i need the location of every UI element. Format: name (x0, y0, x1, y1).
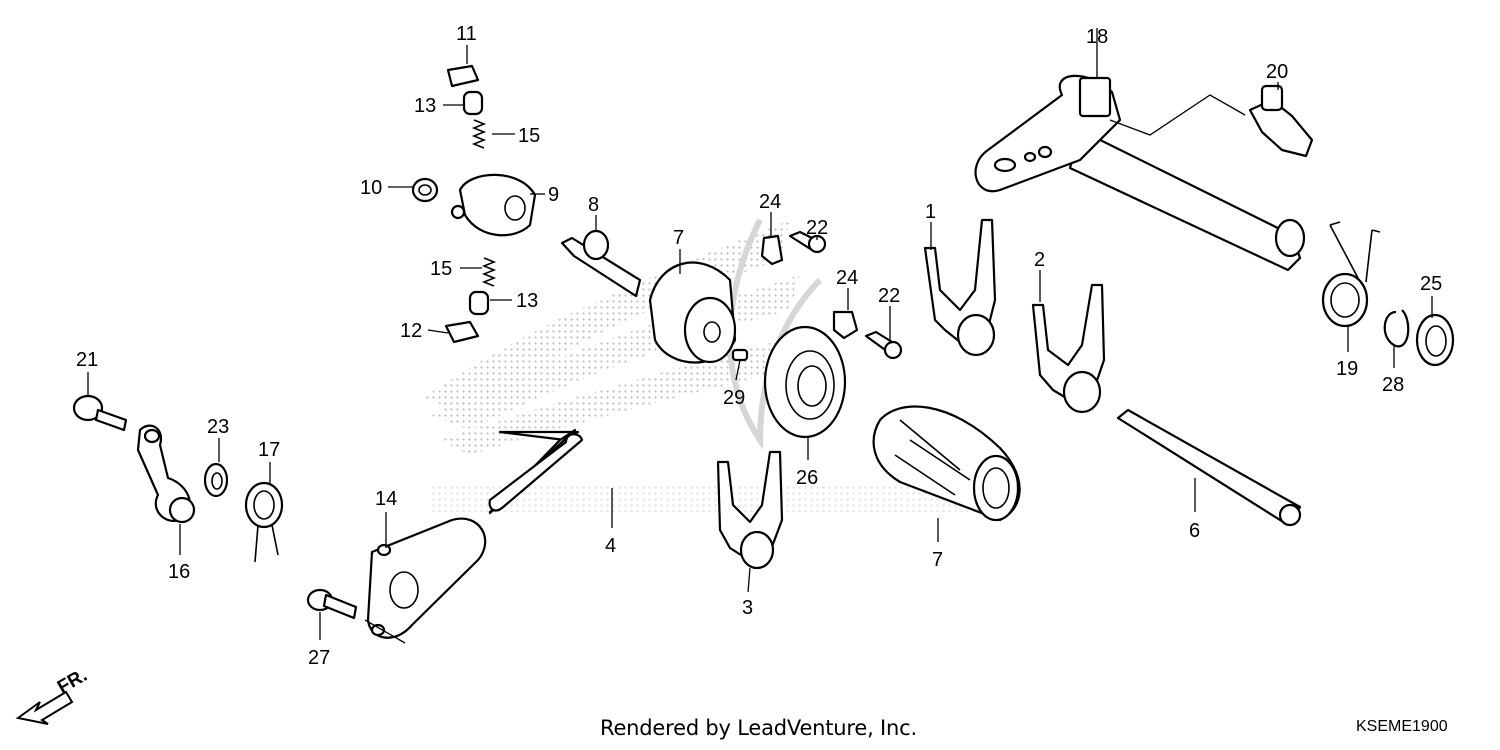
part-29-dowel-pin (731, 348, 749, 362)
part-12-cap (444, 320, 480, 344)
part-28-circlip (1383, 309, 1410, 348)
part-14-guide-plate (366, 517, 487, 639)
callout-4: 4 (605, 535, 616, 557)
front-direction-arrow: FR. (15, 665, 91, 725)
callout-23: 23 (207, 416, 229, 438)
footer-credit: Rendered by LeadVenture, Inc. (600, 716, 917, 740)
callout-26: 26 (796, 467, 818, 489)
part-6-shift-drum (872, 405, 1021, 522)
callout-10: 10 (360, 177, 382, 199)
callout-22: 22 (806, 217, 828, 239)
callout-15: 15 (430, 258, 452, 280)
callout-11: 11 (456, 23, 477, 45)
callout-25: 25 (1420, 273, 1442, 295)
callout-29: 29 (723, 387, 745, 409)
part-19-return-spring (1321, 221, 1381, 328)
part-21-bolt (72, 394, 128, 432)
part-1-shift-fork (923, 218, 997, 357)
callout-17: 17 (258, 439, 280, 461)
part-7-drum-center (648, 261, 737, 364)
part-11-cap (446, 64, 480, 88)
callout-19: 19 (1336, 358, 1358, 380)
part-4-fork-shaft (488, 428, 584, 515)
part-5-fork-shaft (1116, 408, 1302, 527)
callout-13: 13 (516, 290, 538, 312)
callout-13: 13 (414, 95, 436, 117)
part-15-spring-upper (471, 119, 487, 149)
callout-6: 7 (932, 549, 943, 571)
part-15-spring-lower (481, 257, 497, 287)
callout-28: 28 (1382, 374, 1404, 396)
part-22-bolt-lower (864, 330, 903, 360)
part-23-washer (203, 462, 229, 498)
direction-label: FR. (54, 665, 91, 698)
callout-5: 6 (1189, 520, 1200, 542)
part-13-pin-upper (462, 90, 484, 116)
part-8-pivot-bolt (560, 229, 642, 298)
callout-16: 16 (168, 561, 190, 583)
part-16-stopper-arm (136, 424, 196, 524)
part-2-shift-fork (1031, 283, 1106, 414)
part-26-bearing (763, 325, 847, 439)
callout-2: 2 (1034, 249, 1045, 271)
part-10-collar (411, 177, 439, 203)
callout-12: 12 (400, 320, 422, 342)
callout-24: 24 (759, 191, 781, 213)
diagram-code: KSEME1900 (1356, 718, 1448, 735)
part-24-plate-upper (760, 234, 784, 266)
callout-27: 27 (308, 647, 330, 669)
callout-14: 14 (375, 488, 397, 510)
part-25-washer (1415, 313, 1455, 367)
part-20-stud-bolt (1248, 84, 1314, 158)
callout-8: 8 (588, 194, 599, 216)
callout-24: 24 (836, 267, 858, 289)
callout-7: 7 (673, 227, 684, 249)
callout-3: 3 (742, 597, 753, 619)
part-3-shift-fork (716, 450, 784, 570)
part-27-bolt (306, 588, 358, 620)
part-24-plate-lower (832, 310, 859, 340)
callout-15: 15 (518, 125, 540, 147)
part-13-pin-lower (468, 290, 490, 316)
part-9-stopper-arm (450, 173, 537, 237)
callout-9: 9 (548, 184, 559, 206)
callout-18: 18 (1086, 26, 1108, 48)
part-17-spring (244, 481, 284, 563)
part-18-gearshift-spindle (974, 74, 1306, 272)
callout-20: 20 (1266, 61, 1288, 83)
callout-21: 21 (76, 349, 98, 371)
leader-lines (87, 28, 1433, 644)
callout-1: 1 (925, 201, 936, 223)
callout-labels: 11 13 15 10 9 8 15 13 12 7 24 22 24 22 1… (76, 23, 1442, 669)
callout-22: 22 (878, 285, 900, 307)
